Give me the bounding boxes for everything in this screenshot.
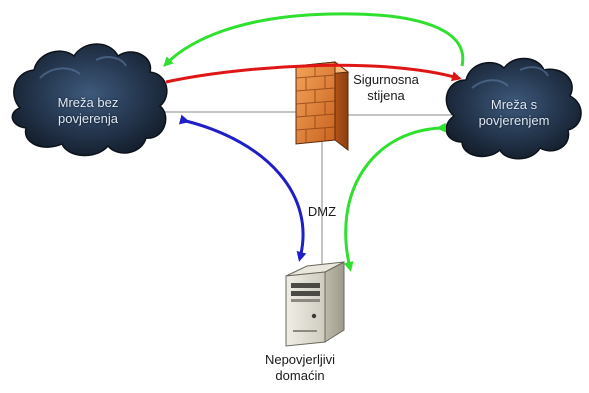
host-server-tower-icon (285, 261, 345, 347)
host-label-line1: Nepovjerljivi (264, 352, 336, 367)
trusted-network-label-line1: Mreža s (490, 97, 538, 112)
firewall-label: Sigurnosna stijena (340, 72, 432, 104)
red-arrow-untrusted-to-trusted (165, 63, 462, 84)
host-label-line2: domaćin (275, 368, 325, 383)
dmz-label: DMZ (307, 204, 337, 219)
firewall-label-line1: Sigurnosna (353, 72, 419, 87)
trusted-network-label-line2: povjerenjem (478, 113, 550, 128)
firewall-label-line2: stijena (367, 88, 405, 103)
green-arrow-trusted-to-untrusted (163, 12, 465, 67)
green-arrow-trusted-host (343, 122, 447, 272)
untrusted-network-label-line2: povjerenja (58, 111, 118, 126)
trusted-network-cloud-icon (445, 57, 582, 160)
untrusted-network-cloud-icon (11, 43, 168, 157)
host-label: Nepovjerljivi domaćin (238, 352, 362, 384)
trusted-network-label: Mreža s povjerenjem (462, 97, 566, 129)
connector-lines (160, 111, 455, 270)
untrusted-network-label: Mreža bez povjerenja (36, 95, 140, 127)
untrusted-network-label-line1: Mreža bez (57, 95, 119, 110)
blue-arrow-untrusted-host (178, 114, 307, 262)
